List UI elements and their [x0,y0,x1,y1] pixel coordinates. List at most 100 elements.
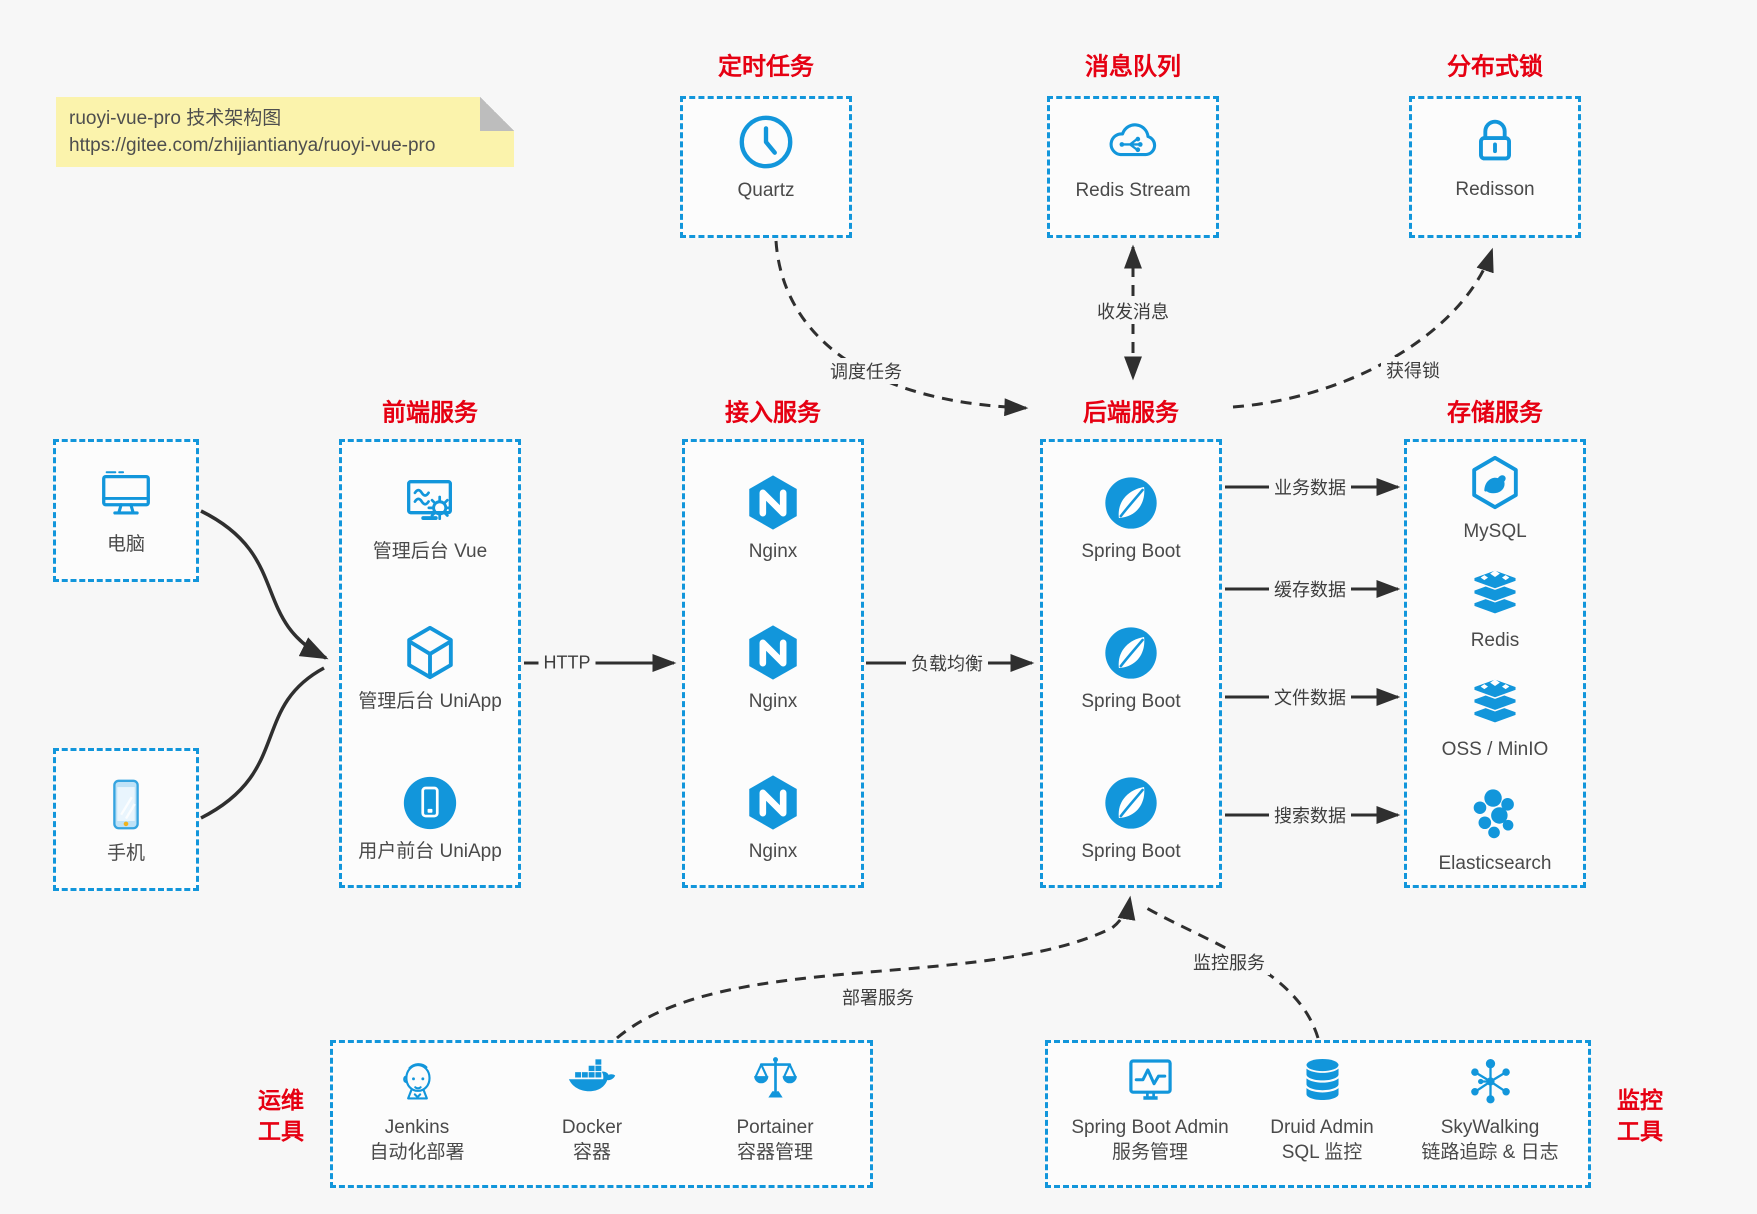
node-quartz: Quartz [661,111,871,203]
node-springboot-1-label: Spring Boot [1081,541,1181,562]
node-elasticsearch-label: Elasticsearch [1438,853,1552,874]
node-phone-label: 手机 [106,843,145,864]
spring-icon [1026,772,1236,834]
conn-label-send-receive-msg: 收发消息 [1092,298,1174,324]
conn-label-http: HTTP [538,652,596,674]
conn-label-schedule-task: 调度任务 [825,358,907,384]
node-springboot-admin: Spring Boot Admin 服务管理 [1045,1053,1255,1165]
node-springboot-admin-sublabel: 服务管理 [1111,1142,1188,1163]
redis-stack-icon [1390,670,1600,732]
storage-title: 存储服务 [1447,399,1543,427]
node-jenkins-sublabel: 自动化部署 [369,1142,465,1163]
node-admin-uniapp: 管理后台 UniApp [325,622,535,714]
conn-label-load-balance: 负载均衡 [906,650,988,676]
jenkins-icon [312,1053,522,1110]
conn-label-business-data: 业务数据 [1269,474,1351,500]
node-docker-sublabel: 容器 [572,1142,611,1163]
node-pc-label: 电脑 [106,534,145,555]
lock-icon [1390,110,1600,172]
node-portainer-sublabel: 容器管理 [736,1142,813,1163]
druid-icon [1217,1053,1427,1110]
redis-stack-icon [1390,561,1600,623]
node-mysql-label: MySQL [1463,521,1527,542]
node-springboot-2-label: Spring Boot [1081,691,1181,712]
mq-title: 消息队列 [1085,53,1181,81]
node-redis-stream-label: Redis Stream [1075,180,1191,201]
node-redis: Redis [1390,561,1600,653]
client-pc-box [53,439,199,582]
node-nginx-1-label: Nginx [748,541,798,562]
springadmin-icon [1045,1053,1255,1110]
ops-side-title-line: 工具 [258,1118,304,1144]
clock-icon [661,111,871,173]
mq-box [1047,96,1219,238]
node-springboot-3-label: Spring Boot [1081,841,1181,862]
portainer-icon [670,1053,880,1110]
monitoring-side-title-line: 工具 [1617,1118,1663,1144]
sticky-note: ruoyi-vue-pro 技术架构图 https://gitee.com/zh… [56,97,514,167]
node-skywalking-label: SkyWalking [1440,1117,1540,1138]
node-springboot-3: Spring Boot [1026,772,1236,864]
node-admin-vue-label: 管理后台 Vue [372,541,488,562]
node-docker: Docker 容器 [487,1053,697,1165]
node-quartz-label: Quartz [737,180,795,201]
lock-title: 分布式锁 [1447,53,1543,81]
cloud-icon [1028,111,1238,173]
gateway-title: 接入服务 [725,399,821,427]
elasticsearch-icon [1390,784,1600,846]
user-uniapp-icon [325,772,535,834]
node-nginx-3-label: Nginx [748,841,798,862]
node-user-uniapp: 用户前台 UniApp [325,772,535,864]
conn-label-file-data: 文件数据 [1269,684,1351,710]
phone-icon [21,774,231,836]
node-elasticsearch: Elasticsearch [1390,784,1600,876]
node-redis-stream: Redis Stream [1028,111,1238,203]
node-nginx-2-label: Nginx [748,691,798,712]
node-user-uniapp-label: 用户前台 UniApp [358,841,502,862]
node-nginx-1: Nginx [668,472,878,564]
spring-icon [1026,472,1236,534]
conn-acquire-lock [1232,247,1494,409]
node-redisson: Redisson [1390,110,1600,202]
ops-side-title: 运维工具 [258,1085,304,1147]
node-pc: 电脑 [21,465,231,557]
monitor-icon [21,465,231,527]
node-springboot-2: Spring Boot [1026,622,1236,714]
timer-title: 定时任务 [718,53,814,81]
nginx-icon [668,622,878,684]
node-oss-minio-label: OSS / MinIO [1441,739,1549,760]
node-nginx-2: Nginx [668,622,878,714]
nginx-icon [668,772,878,834]
mysql-icon [1390,452,1600,514]
node-redisson-label: Redisson [1455,179,1535,200]
frontend-title: 前端服务 [382,399,478,427]
node-portainer-label: Portainer [736,1117,814,1138]
node-admin-vue: 管理后台 Vue [325,472,535,564]
spring-icon [1026,622,1236,684]
conn-label-acquire-lock: 获得锁 [1381,357,1445,383]
node-skywalking: SkyWalking 链路追踪 & 日志 [1385,1053,1595,1165]
monitoring-side-title-line: 监控 [1617,1087,1663,1113]
note-url: https://gitee.com/zhijiantianya/ruoyi-vu… [69,135,436,156]
admin-vue-icon [325,472,535,534]
nginx-icon [668,472,878,534]
ops-side-title-line: 运维 [258,1087,304,1113]
node-druid-admin-sublabel: SQL 监控 [1281,1142,1363,1163]
backend-title: 后端服务 [1083,399,1179,427]
node-springboot-admin-label: Spring Boot Admin [1071,1117,1229,1138]
docker-icon [487,1053,697,1110]
skywalking-icon [1385,1053,1595,1110]
node-portainer: Portainer 容器管理 [670,1053,880,1165]
note-title: ruoyi-vue-pro 技术架构图 [69,108,282,129]
node-druid-admin-label: Druid Admin [1270,1117,1374,1138]
node-nginx-3: Nginx [668,772,878,864]
conn-deploy-service [616,895,1136,1040]
node-redis-label: Redis [1470,630,1520,651]
node-skywalking-sublabel: 链路追踪 & 日志 [1421,1142,1559,1163]
lock-box [1409,96,1581,238]
node-docker-label: Docker [561,1117,623,1138]
node-oss-minio: OSS / MinIO [1390,670,1600,762]
